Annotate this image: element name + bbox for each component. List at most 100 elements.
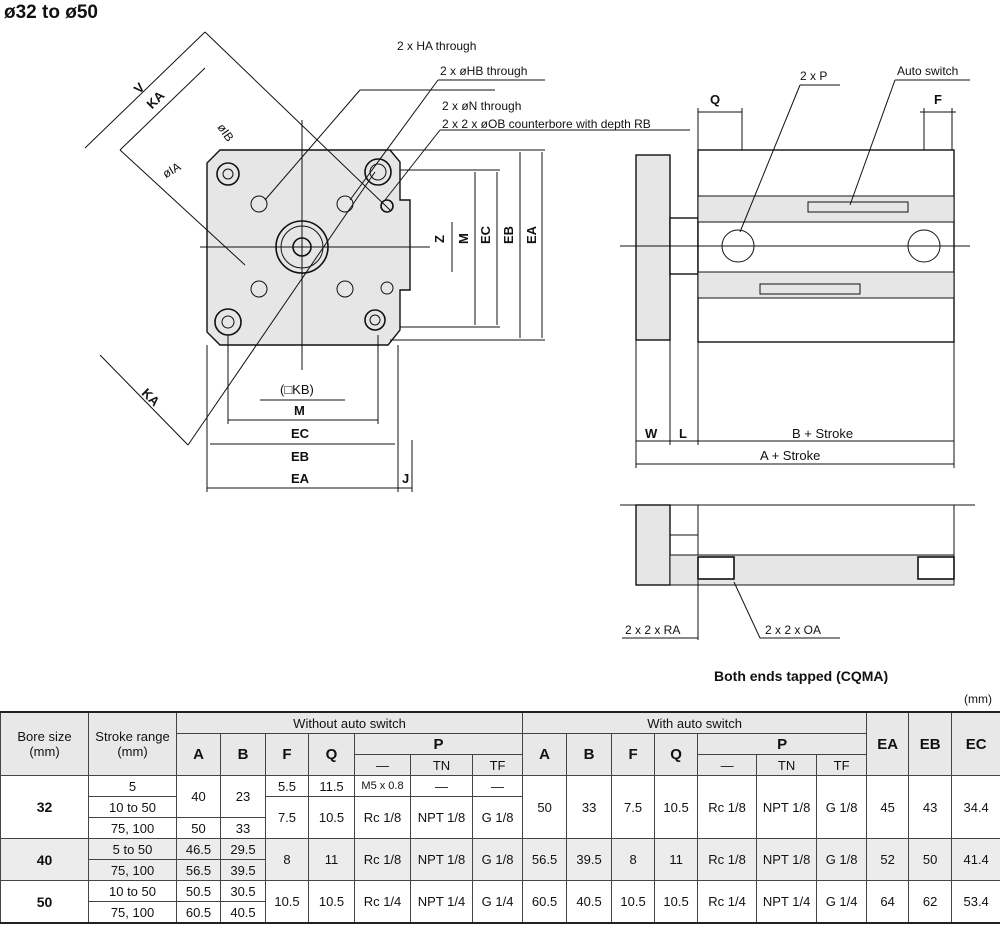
a-cell: 50	[176, 817, 221, 839]
wf-cell: 7.5	[611, 775, 656, 839]
bore-cell: 32	[0, 775, 89, 839]
ea-cell: 52	[866, 838, 910, 881]
side-view: Q F 2 x P Auto switch W L B + Stroke A +…	[620, 64, 970, 468]
l-label: L	[679, 426, 687, 441]
header-f: F	[611, 733, 656, 776]
header-q: Q	[308, 733, 355, 776]
ec-label-horizontal: EC	[291, 426, 310, 441]
tf-cell: G 1/8	[471, 838, 524, 881]
wa-cell: 56.5	[522, 838, 568, 881]
ra-callout: 2 x 2 x RA	[625, 623, 680, 637]
oa-callout: 2 x 2 x OA	[765, 623, 821, 637]
wtn-cell: NPT 1/8	[756, 775, 818, 839]
tf-cell: G 1/8	[471, 796, 524, 839]
wa-cell: 50	[522, 775, 568, 839]
q-cell: 11.5	[308, 775, 355, 797]
bore-cell: 50	[0, 880, 89, 924]
f-cell: 5.5	[265, 775, 309, 797]
header-a: A	[176, 733, 221, 776]
a-cell: 40	[176, 775, 221, 818]
header-without-auto-switch: Without auto switch	[175, 711, 524, 734]
eb-label-horizontal: EB	[291, 449, 309, 464]
p-cell: Rc 1/4	[354, 880, 411, 924]
eb-cell: 50	[908, 838, 953, 881]
header-p: P	[353, 733, 524, 755]
w-label: W	[645, 426, 658, 441]
ec-label-vertical: EC	[478, 225, 493, 244]
unit-label: (mm)	[964, 692, 992, 706]
header-b: B	[566, 733, 613, 776]
wtf-cell: G 1/8	[816, 775, 868, 839]
header-a: A	[522, 733, 568, 776]
table-row: 40 5 to 50 46.5 29.5 8 11 Rc 1/8 NPT 1/8…	[0, 838, 1000, 881]
tn-cell: NPT 1/8	[410, 796, 473, 839]
ob-callout: 2 x 2 x øOB counterbore with depth RB	[442, 117, 651, 131]
header-p-tn: TN	[410, 754, 473, 776]
eb-cell: 43	[908, 775, 953, 839]
header-bore: Bore size(mm)	[0, 711, 89, 776]
b-cell: 33	[220, 817, 266, 839]
b-cell: 29.5	[220, 838, 266, 860]
wq-cell: 10.5	[654, 775, 699, 839]
p-cell: M5 x 0.8	[354, 775, 411, 797]
stroke-cell: 10 to 50	[88, 880, 177, 902]
header-p: P	[697, 733, 868, 755]
table-row: 50 10 to 50 50.5 30.5 10.5 10.5 Rc 1/4 N…	[0, 880, 1000, 924]
drawing-title: ø32 to ø50	[4, 2, 98, 23]
z-label: Z	[432, 235, 447, 243]
kb-label: (□KB)	[280, 382, 314, 397]
header-row: — TN TF — TN TF	[1, 754, 1000, 776]
ia-label: øIA	[160, 159, 183, 180]
a-cell: 60.5	[176, 901, 221, 924]
header-stroke: Stroke range(mm)	[88, 711, 177, 776]
wa-cell: 60.5	[522, 880, 568, 924]
wp-cell: Rc 1/8	[697, 838, 758, 881]
a-cell: 56.5	[176, 859, 221, 881]
f-cell: 10.5	[265, 880, 309, 924]
table-row: 32 5 40 23 5.5 11.5 M5 x 0.8 — — 50 33 7…	[0, 775, 1000, 839]
b-cell: 40.5	[220, 901, 266, 924]
v-label: V	[131, 80, 148, 97]
p-cell: Rc 1/8	[354, 838, 411, 881]
f-cell: 7.5	[265, 796, 309, 839]
ec-cell: 41.4	[951, 838, 1000, 881]
stroke-cell: 75, 100	[88, 859, 177, 881]
f-cell: 8	[265, 838, 309, 881]
header-p-dash: —	[697, 754, 758, 776]
wb-cell: 33	[566, 775, 613, 839]
view-caption: Both ends tapped (CQMA)	[714, 668, 889, 684]
q-cell: 11	[308, 838, 355, 881]
table-row: 75, 100 56.5 39.5	[1, 859, 1000, 881]
auto-switch-callout: Auto switch	[897, 64, 958, 78]
p-callout: 2 x P	[800, 69, 827, 83]
j-label: J	[402, 471, 409, 486]
wq-cell: 11	[654, 838, 699, 881]
front-view: 2 x HA through 2 x øHB through 2 x øN th…	[84, 31, 690, 492]
header-p-tn: TN	[756, 754, 818, 776]
ea-label-horizontal: EA	[291, 471, 310, 486]
ea-cell: 64	[866, 880, 910, 924]
p-cell: Rc 1/8	[354, 796, 411, 839]
header-with-auto-switch: With auto switch	[522, 711, 868, 734]
a-cell: 46.5	[176, 838, 221, 860]
a-cell: 50.5	[176, 880, 221, 902]
ib-label: øIB	[214, 121, 236, 144]
header-f: F	[265, 733, 309, 776]
header-p-tf: TF	[816, 754, 868, 776]
table-row: 75, 100 60.5 40.5	[1, 901, 1000, 924]
ec-cell: 34.4	[951, 775, 1000, 839]
header-row: Bore size(mm) Stroke range(mm) Without a…	[0, 711, 1000, 776]
stroke-cell: 5 to 50	[88, 838, 177, 860]
header-eb: EB	[908, 711, 953, 776]
q-cell: 10.5	[308, 880, 355, 924]
q-label: Q	[710, 92, 720, 107]
hb-callout: 2 x øHB through	[440, 64, 527, 78]
technical-drawing: 2 x HA through 2 x øHB through 2 x øN th…	[84, 31, 975, 640]
ha-callout: 2 x HA through	[397, 39, 476, 53]
ea-label-vertical: EA	[524, 225, 539, 244]
header-ec: EC	[951, 711, 1000, 776]
header-b: B	[220, 733, 266, 776]
wq-cell: 10.5	[654, 880, 699, 924]
tn-cell: NPT 1/4	[410, 880, 473, 924]
b-cell: 39.5	[220, 859, 266, 881]
